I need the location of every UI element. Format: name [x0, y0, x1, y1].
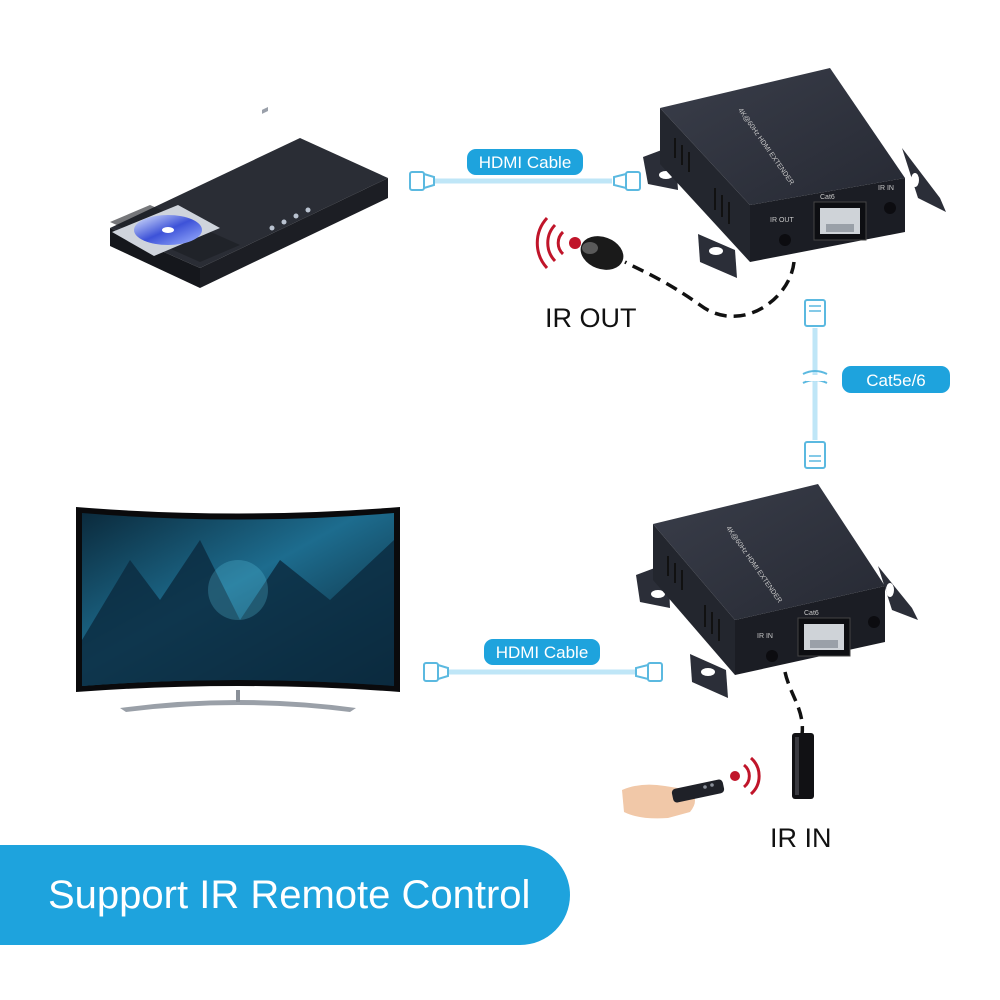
ir-in-port	[884, 202, 896, 214]
svg-text:IR IN: IR IN	[757, 633, 773, 640]
hand-with-remote	[622, 779, 725, 819]
ir-in-label: IR IN	[770, 823, 832, 853]
television	[76, 507, 400, 712]
svg-text:HDMI Cable: HDMI Cable	[479, 153, 572, 172]
hdmi-plug-icon	[409, 171, 425, 191]
ir-receiver	[783, 671, 814, 799]
ir-out-port	[779, 234, 791, 246]
feature-banner: Support IR Remote Control	[0, 845, 570, 945]
hdmi-extender-receiver: 4K@60Hz HDMI EXTENDER Cat6 IR IN	[636, 484, 918, 698]
ir-signal-icon	[535, 216, 581, 270]
hdmi-cable-label-bottom: HDMI Cable	[484, 639, 600, 665]
hdmi-plug-icon	[647, 662, 663, 682]
dvd-player	[110, 107, 388, 288]
cat-cable-label: Cat5e/6	[842, 366, 950, 393]
hdmi-cable-label-top: HDMI Cable	[467, 149, 583, 175]
remote-icon	[671, 779, 725, 803]
hdmi-cable-bottom	[423, 662, 663, 682]
cat-cable	[802, 299, 828, 469]
hdmi-plug-icon	[625, 171, 641, 191]
svg-text:IR IN: IR IN	[878, 185, 894, 192]
hdmi-extender-transmitter: 4K@60Hz HDMI EXTENDER Cat6 IR OUT IR IN	[643, 68, 946, 278]
ir-in-port	[766, 650, 778, 662]
banner-text: Support IR Remote Control	[48, 873, 531, 917]
hdmi-plug-icon	[423, 662, 439, 682]
hdmi-cable-top	[409, 171, 641, 191]
rj45-plug-icon	[804, 441, 826, 469]
rj45-plug-icon	[804, 299, 826, 327]
ir-out-label: IR OUT	[545, 303, 637, 333]
ir-emitter	[580, 236, 796, 318]
svg-text:IR OUT: IR OUT	[770, 217, 794, 224]
svg-text:Cat5e/6: Cat5e/6	[866, 371, 926, 390]
svg-text:Cat6: Cat6	[804, 610, 819, 617]
svg-text:Cat6: Cat6	[820, 194, 835, 201]
svg-text:HDMI Cable: HDMI Cable	[496, 643, 589, 662]
ir-signal-icon	[730, 756, 761, 796]
